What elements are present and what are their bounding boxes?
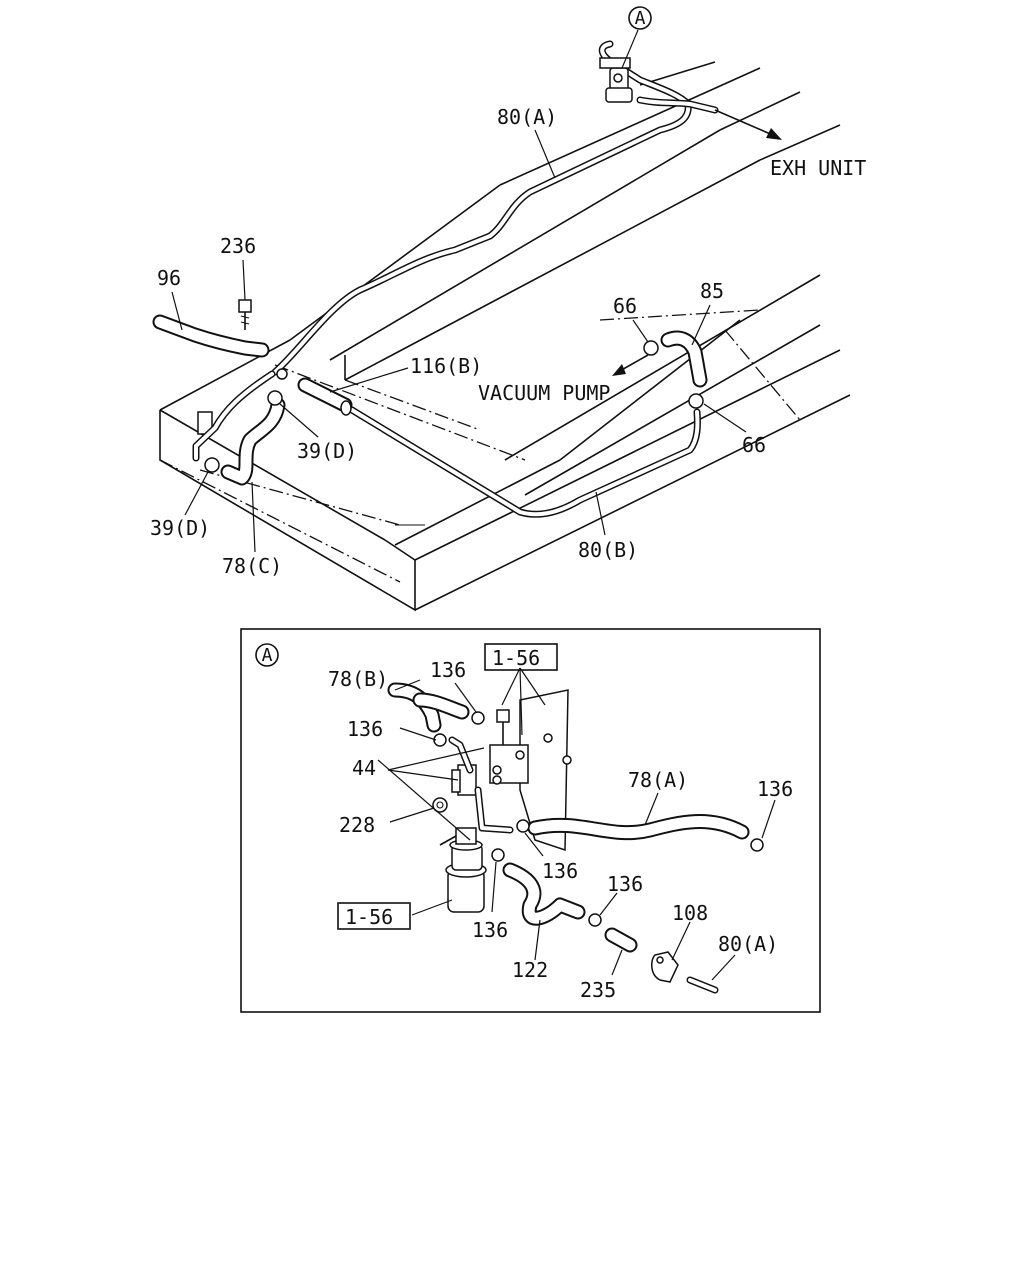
label-228: 228 (339, 813, 375, 837)
hose-96 (152, 314, 270, 358)
label-136-b: 136 (347, 717, 383, 741)
label-80a-detail: 80(A) (718, 932, 778, 956)
label-78c: 78(C) (222, 554, 282, 578)
label-39d-right: 39(D) (297, 439, 357, 463)
label-136-a: 136 (430, 658, 466, 682)
ref-1-56-top: 1-56 (484, 643, 558, 671)
detail-a-box: A (240, 628, 821, 1013)
ref-1-56-left: 1-56 (337, 902, 411, 930)
label-ref-1-56-left: 1-56 (345, 905, 393, 929)
label-96: 96 (157, 266, 181, 290)
pipe-left-return (192, 370, 276, 462)
label-108: 108 (672, 901, 708, 925)
clamp-39d-right (267, 390, 283, 406)
label-235: 235 (580, 978, 616, 1002)
label-66-top: 66 (613, 294, 637, 318)
label-136-d: 136 (542, 859, 578, 883)
label-44: 44 (352, 756, 376, 780)
callout-a-letter: A (635, 8, 646, 29)
label-80a-top: 80(A) (497, 105, 557, 129)
label-85: 85 (700, 279, 724, 303)
label-136-e: 136 (607, 872, 643, 896)
label-122: 122 (512, 958, 548, 982)
label-80b: 80(B) (578, 538, 638, 562)
part-116b (297, 377, 353, 416)
pipe-80a (271, 40, 692, 376)
clamp-39d-left (204, 457, 220, 473)
label-exh-unit: EXH UNIT (770, 156, 866, 180)
detail-a-letter: A (262, 645, 273, 666)
hose-85 (660, 330, 708, 388)
label-66-right: 66 (742, 433, 766, 457)
clamp-fitting-top (276, 368, 288, 380)
label-39d-left: 39(D) (150, 516, 210, 540)
label-136-c: 136 (757, 777, 793, 801)
chassis-frame (159, 61, 851, 612)
callout-a: A (621, 6, 652, 69)
pipe-80b (348, 406, 701, 518)
label-vacuum-pump: VACUUM PUMP (478, 381, 610, 405)
bolt-236 (238, 299, 252, 330)
label-136-f: 136 (472, 918, 508, 942)
label-78b: 78(B) (328, 667, 388, 691)
clamp-66-top (643, 340, 659, 356)
pipe-to-exh-unit (636, 96, 719, 114)
exh-unit-arrow (714, 109, 782, 140)
valve-assembly-a (599, 57, 633, 103)
label-ref-1-56-top: 1-56 (492, 646, 540, 670)
label-236: 236 (220, 234, 256, 258)
hose-78c (220, 397, 286, 486)
label-116b: 116(B) (410, 354, 482, 378)
label-78a: 78(A) (628, 768, 688, 792)
clamp-66-right (688, 393, 704, 409)
vacuum-pump-arrow (612, 354, 649, 376)
